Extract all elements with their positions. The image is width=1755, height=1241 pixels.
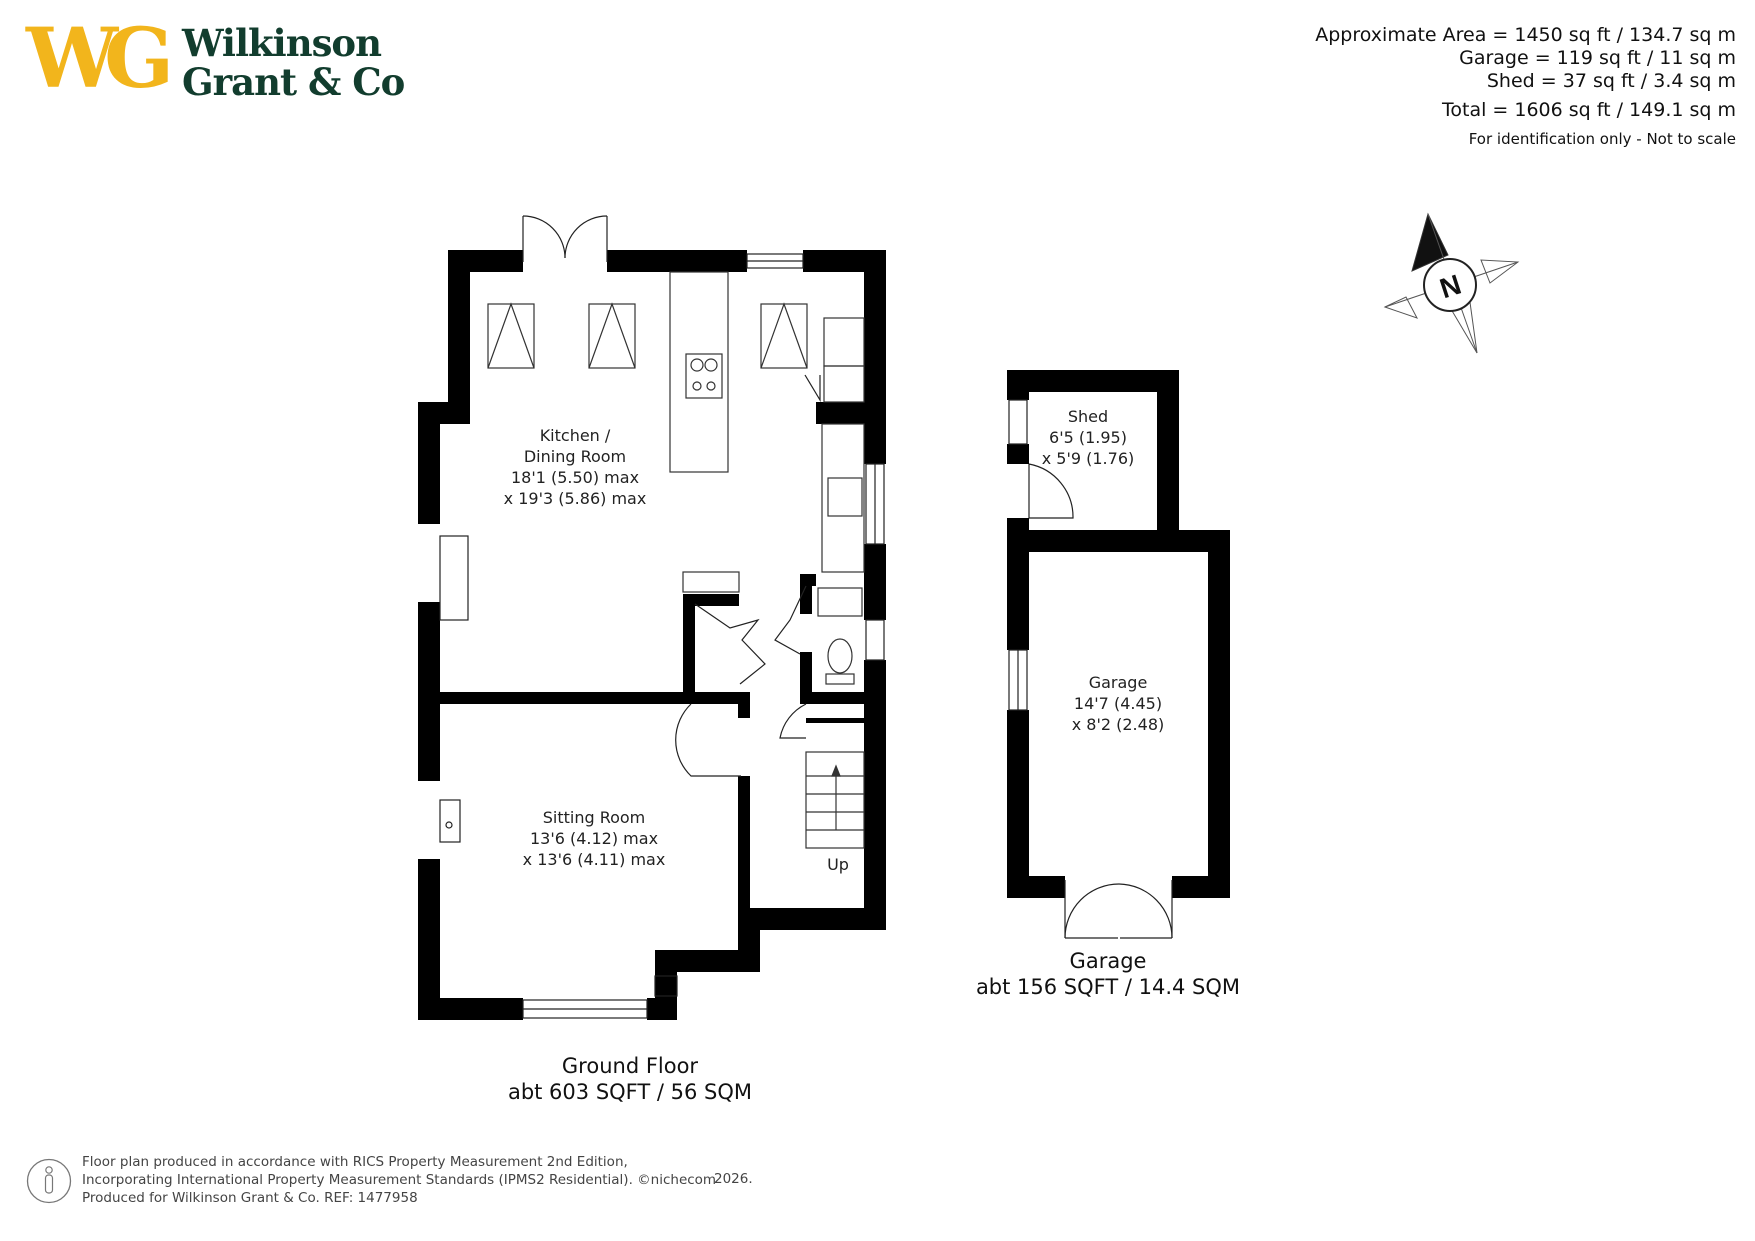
garage-area-text: Garage = 119 sq ft / 11 sq m (1459, 47, 1736, 69)
kitchen-name-line2: Dining Room (524, 447, 626, 466)
footer-line2: Incorporating International Property Mea… (82, 1172, 717, 1188)
window-kitchen-left (439, 535, 469, 621)
ground-floor-openings (439, 215, 885, 1019)
scale-disclaimer: For identification only - Not to scale (1468, 130, 1736, 148)
hob-icon (685, 353, 723, 399)
shed-dim1: 6'5 (1.95) (1049, 428, 1127, 447)
french-doors-top (522, 215, 608, 262)
sitting-name: Sitting Room (543, 808, 646, 827)
outbuilding-openings (1008, 399, 1173, 939)
total-area-text: Total = 1606 sq ft / 149.1 sq m (1442, 99, 1736, 121)
garage-name: Garage (1089, 673, 1148, 692)
sink-icon (827, 477, 863, 517)
approximate-area-text: Approximate Area = 1450 sq ft / 134.7 sq… (1315, 24, 1736, 46)
kitchen-name-line1: Kitchen / (540, 426, 611, 445)
kitchen-island (669, 271, 729, 473)
wc-basin-icon (817, 587, 863, 617)
footer-line1: Floor plan produced in accordance with R… (82, 1154, 628, 1170)
worktop-right (821, 423, 865, 573)
door-shed (1028, 463, 1074, 519)
window-shed (1008, 399, 1028, 445)
shed-dim2: x 5'9 (1.76) (1042, 449, 1135, 468)
room-label-garage: Garage 14'7 (4.45) x 8'2 (2.48) (1072, 673, 1165, 734)
footer-notice: Floor plan produced in accordance with R… (82, 1153, 716, 1207)
shed-area-text: Shed = 37 sq ft / 3.4 sq m (1486, 70, 1736, 92)
footer-line3: Produced for Wilkinson Grant & Co. REF: … (82, 1190, 418, 1206)
ground-floor-walls (418, 250, 886, 1020)
ground-floor-area: abt 603 SQFT / 56 SQM (508, 1080, 752, 1104)
sitting-dim2: x 13'6 (4.11) max (523, 850, 666, 869)
logo-name-line1: Wilkinson (182, 21, 382, 65)
area-summary: Approximate Area = 1450 sq ft / 134.7 sq… (1315, 24, 1736, 151)
logo-company-name: Wilkinson Grant & Co (182, 21, 405, 104)
stairs-up-label: Up (827, 855, 849, 874)
garage-floor-title: Garage (1070, 949, 1147, 973)
staircase (805, 751, 865, 849)
kitchen-dim2: x 19'3 (5.86) max (504, 489, 647, 508)
garage-dim2: x 8'2 (2.48) (1072, 715, 1165, 734)
garage-floor-area: abt 156 SQFT / 14.4 SQM (976, 975, 1240, 999)
outbuilding-walls (1007, 370, 1230, 898)
garage-dim1: 14'7 (4.45) (1074, 694, 1162, 713)
room-label-shed: Shed 6'5 (1.95) x 5'9 (1.76) (1042, 407, 1135, 468)
footer-year: 2026. (714, 1171, 753, 1187)
door-sitting-room (675, 703, 741, 777)
logo-name-line2: Grant & Co (182, 60, 405, 104)
room-label-sitting: Sitting Room 13'6 (4.12) max x 13'6 (4.1… (523, 808, 666, 869)
window-wc (865, 619, 885, 661)
kitchen-fittings (487, 271, 865, 849)
ipms-person-icon (26, 1158, 72, 1204)
garage-doors (1064, 880, 1173, 939)
shed-name: Shed (1068, 407, 1108, 426)
ground-floor-title: Ground Floor (562, 1054, 699, 1078)
sitting-dim1: 13'6 (4.12) max (530, 829, 658, 848)
fireplace (439, 799, 461, 843)
north-compass-icon: N (1383, 212, 1520, 354)
kitchen-dim1: 18'1 (5.50) max (511, 468, 639, 487)
logo-monogram: WG (26, 11, 174, 107)
toilet-icon (827, 638, 853, 674)
room-label-kitchen: Kitchen / Dining Room 18'1 (5.50) max x … (504, 426, 647, 508)
company-logo: WG Wilkinson Grant & Co (26, 18, 405, 102)
skylight-icons (487, 302, 808, 369)
